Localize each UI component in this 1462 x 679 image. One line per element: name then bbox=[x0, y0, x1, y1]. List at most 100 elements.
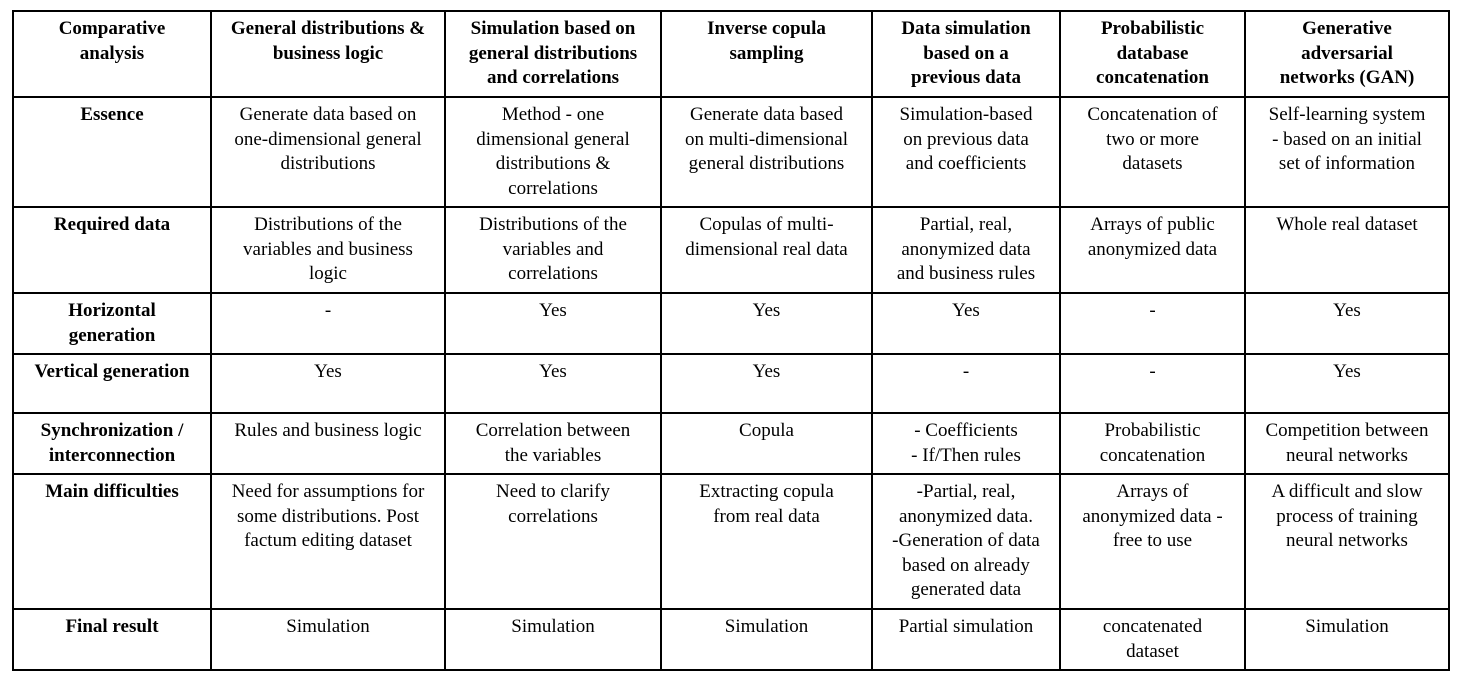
table-row: Main difficulties Need for assumptions f… bbox=[12, 473, 1450, 610]
header-line: concatenation bbox=[1096, 67, 1209, 88]
table-cell: Partial, real, anonymized data and busin… bbox=[871, 206, 1061, 294]
row-label: Required data bbox=[12, 206, 212, 294]
row-label: Synchronization / interconnection bbox=[12, 412, 212, 475]
table-cell: Copulas of multi- dimensional real data bbox=[660, 206, 873, 294]
table-cell: Yes bbox=[444, 353, 662, 414]
row-label: Vertical generation bbox=[12, 353, 212, 414]
table-cell: Simulation bbox=[1244, 608, 1450, 671]
header-row: Comparative analysis General distributio… bbox=[12, 10, 1450, 98]
cell-line: anonymized data bbox=[901, 238, 1031, 260]
cell-line: the variables bbox=[504, 444, 602, 466]
cell-line: Yes bbox=[952, 300, 980, 321]
cell-line: process of training bbox=[1276, 505, 1418, 527]
cell-line: Simulation-based bbox=[899, 104, 1033, 125]
row-label: Horizontal generation bbox=[12, 292, 212, 355]
table-cell: Need for assumptions for some distributi… bbox=[210, 473, 446, 610]
table-cell: - bbox=[1059, 353, 1246, 414]
table-cell: Method - one dimensional general distrib… bbox=[444, 96, 662, 208]
table-cell: Self-learning system - based on an initi… bbox=[1244, 96, 1450, 208]
cell-line: Yes bbox=[752, 361, 781, 382]
cell-line: some distributions. Post bbox=[236, 505, 420, 527]
table-cell: Concatenation of two or more datasets bbox=[1059, 96, 1246, 208]
cell-line: Need for assumptions for bbox=[231, 481, 425, 502]
cell-line: Self-learning system bbox=[1268, 104, 1426, 125]
header-line: and correlations bbox=[486, 67, 620, 88]
cell-line: Yes bbox=[314, 361, 342, 382]
cell-line: Yes bbox=[752, 300, 781, 321]
cell-line: neural networks bbox=[1286, 444, 1408, 466]
row-label: Essence bbox=[12, 96, 212, 208]
header-cell: General distributions & business logic bbox=[210, 10, 446, 98]
header-cell: Generative adversarial networks (GAN) bbox=[1244, 10, 1450, 98]
table-row: Essence Generate data based on one-dimen… bbox=[12, 96, 1450, 208]
header-cell: Probabilistic database concatenation bbox=[1059, 10, 1246, 98]
cell-line: and coefficients bbox=[905, 153, 1027, 174]
table-cell: Yes bbox=[210, 353, 446, 414]
header-line: Comparative bbox=[58, 18, 166, 39]
cell-line: - Coefficients bbox=[914, 420, 1018, 441]
header-line: Data simulation bbox=[901, 18, 1031, 39]
table-cell: - bbox=[1059, 292, 1246, 355]
cell-line: dimensional general bbox=[476, 128, 630, 150]
cell-line: distributions bbox=[280, 153, 376, 174]
cell-line: dimensional real data bbox=[685, 238, 848, 260]
table-cell: Need to clarify correlations bbox=[444, 473, 662, 610]
cell-line: Correlation between bbox=[475, 420, 631, 441]
header-line: previous data bbox=[911, 67, 1021, 88]
table-cell: Competition between neural networks bbox=[1244, 412, 1450, 475]
cell-line: distributions & bbox=[495, 153, 611, 174]
table-cell: Simulation bbox=[444, 608, 662, 671]
cell-line: Simulation bbox=[511, 616, 595, 637]
cell-line: from real data bbox=[713, 505, 820, 527]
table-cell: Arrays of public anonymized data bbox=[1059, 206, 1246, 294]
table-cell: Yes bbox=[660, 292, 873, 355]
table-cell: Partial simulation bbox=[871, 608, 1061, 671]
cell-line: set of information bbox=[1278, 153, 1416, 174]
cell-line: Simulation bbox=[286, 616, 370, 637]
cell-line: - based on an initial bbox=[1272, 128, 1422, 150]
cell-line: A difficult and slow bbox=[1271, 481, 1423, 502]
cell-line: Distributions of the bbox=[254, 214, 402, 235]
header-line: analysis bbox=[79, 42, 145, 64]
cell-line: Copulas of multi- bbox=[699, 214, 834, 235]
table-cell: -Partial, real, anonymized data. -Genera… bbox=[871, 473, 1061, 610]
table-cell: Yes bbox=[1244, 292, 1450, 355]
row-label-line: Required data bbox=[53, 214, 171, 235]
cell-line: - bbox=[324, 300, 332, 321]
cell-line: Extracting copula bbox=[699, 481, 834, 502]
cell-line: generated data bbox=[910, 579, 1022, 600]
table-cell: Arrays of anonymized data - free to use bbox=[1059, 473, 1246, 610]
cell-line: Distributions of the bbox=[479, 214, 627, 235]
header-cell: Simulation based on general distribution… bbox=[444, 10, 662, 98]
table-cell: Extracting copula from real data bbox=[660, 473, 873, 610]
table-cell: Rules and business logic bbox=[210, 412, 446, 475]
cell-line: Simulation bbox=[724, 616, 809, 637]
cell-line: - bbox=[962, 361, 970, 382]
cell-line: logic bbox=[309, 263, 347, 284]
cell-line: concatenated bbox=[1102, 616, 1203, 637]
table-cell: Generate data based on one-dimensional g… bbox=[210, 96, 446, 208]
cell-line: Arrays of bbox=[1116, 481, 1189, 502]
header-line: adversarial bbox=[1301, 42, 1393, 64]
cell-line: Generate data based bbox=[690, 104, 843, 125]
header-line: Inverse copula bbox=[707, 18, 826, 39]
cell-line: Yes bbox=[539, 300, 567, 321]
row-label-line: generation bbox=[68, 324, 156, 346]
cell-line: variables and bbox=[502, 238, 604, 260]
cell-line: Method - one bbox=[501, 104, 605, 125]
row-label-line: Vertical generation bbox=[34, 361, 190, 382]
header-cell: Comparative analysis bbox=[12, 10, 212, 98]
cell-line: correlations bbox=[508, 177, 598, 199]
table-cell: Simulation bbox=[210, 608, 446, 671]
table-cell: Yes bbox=[1244, 353, 1450, 414]
table-cell: Probabilistic concatenation bbox=[1059, 412, 1246, 475]
header-line: Simulation based on bbox=[470, 18, 636, 39]
header-cell: Inverse copula sampling bbox=[660, 10, 873, 98]
table-cell: Simulation bbox=[660, 608, 873, 671]
cell-line: Copula bbox=[739, 420, 794, 441]
cell-line: Arrays of public bbox=[1090, 214, 1215, 235]
table-cell: Copula bbox=[660, 412, 873, 475]
cell-line: dataset bbox=[1126, 640, 1179, 662]
row-label-line: Synchronization / bbox=[40, 420, 184, 441]
table-cell: - bbox=[210, 292, 446, 355]
